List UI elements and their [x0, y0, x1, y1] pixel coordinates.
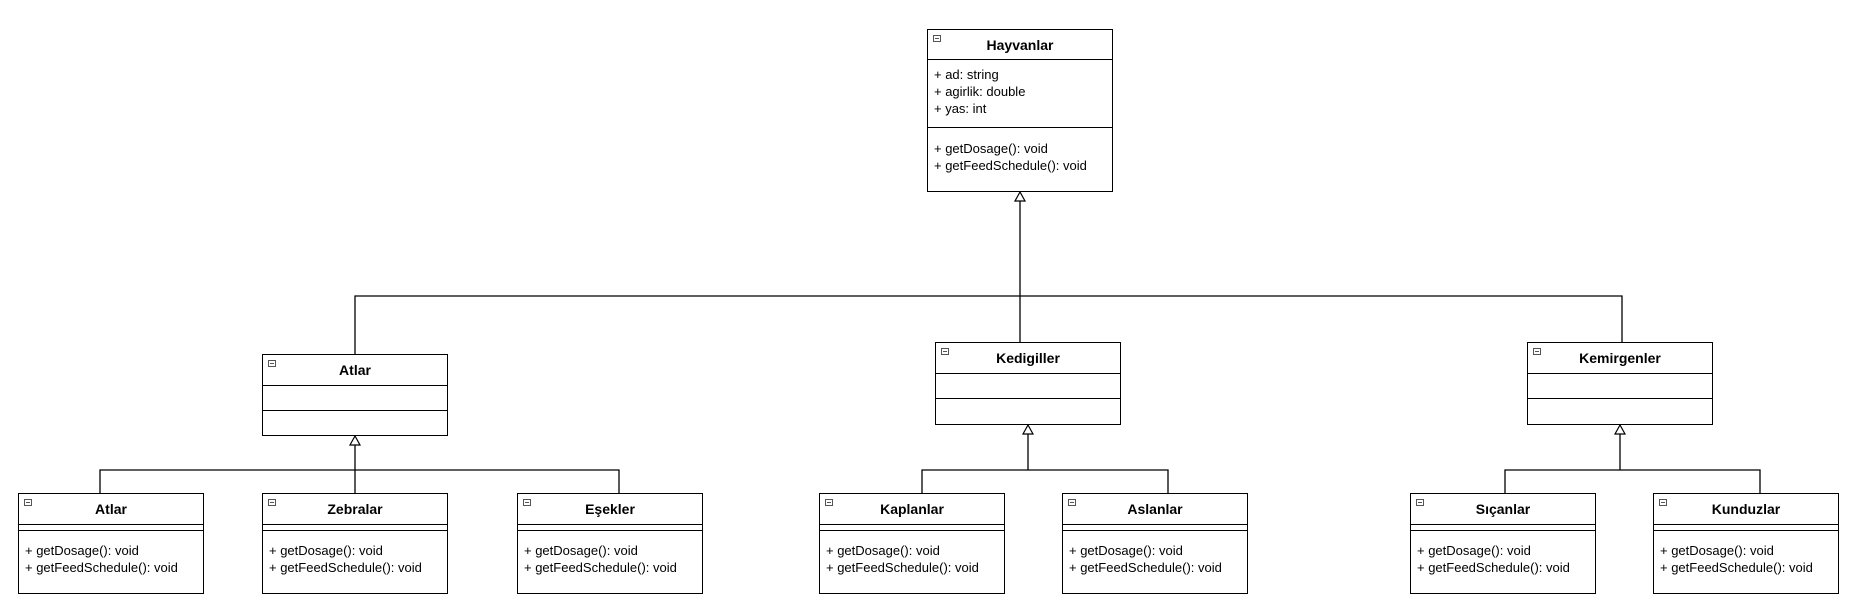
- class-name: Atlar: [95, 501, 127, 517]
- method: + getFeedSchedule(): void: [269, 560, 422, 575]
- method: + getDosage(): void: [826, 543, 940, 558]
- class-header: Zebralar: [263, 494, 447, 525]
- class-name: Sıçanlar: [1475, 501, 1531, 517]
- class-name: Kunduzlar: [1711, 501, 1781, 517]
- methods-section: + getDosage(): void + getFeedSchedule():…: [1654, 531, 1838, 576]
- attributes-section: [263, 386, 447, 411]
- attribute: + yas: int: [934, 101, 987, 116]
- method: + getFeedSchedule(): void: [1417, 560, 1570, 575]
- collapse-icon[interactable]: [941, 348, 949, 355]
- collapse-icon[interactable]: [1533, 348, 1541, 355]
- collapse-icon[interactable]: [523, 499, 531, 506]
- attributes-section: [518, 525, 702, 531]
- collapse-icon[interactable]: [1416, 499, 1424, 506]
- method: + getFeedSchedule(): void: [826, 560, 979, 575]
- class-esekler[interactable]: Eşekler + getDosage(): void + getFeedSch…: [517, 493, 703, 594]
- class-header: Eşekler: [518, 494, 702, 525]
- class-header: Hayvanlar: [928, 30, 1112, 60]
- class-name: Hayvanlar: [986, 37, 1054, 53]
- attributes-section: [1063, 525, 1247, 531]
- class-name: Aslanlar: [1127, 501, 1183, 517]
- class-name: Kemirgenler: [1579, 350, 1661, 366]
- class-header: Sıçanlar: [1411, 494, 1595, 525]
- method: + getFeedSchedule(): void: [25, 560, 178, 575]
- inheritance-bus: [354, 295, 1623, 354]
- methods-section: + getDosage(): void + getFeedSchedule():…: [928, 128, 1112, 174]
- collapse-icon[interactable]: [1068, 499, 1076, 506]
- generalization-arrowhead: [348, 434, 362, 446]
- class-header: Kemirgenler: [1528, 343, 1712, 374]
- class-header: Atlar: [19, 494, 203, 525]
- class-name: Kaplanlar: [880, 501, 944, 517]
- methods-section: + getDosage(): void + getFeedSchedule():…: [19, 531, 203, 576]
- method: + getDosage(): void: [1069, 543, 1183, 558]
- attributes-section: [19, 525, 203, 531]
- generalization-arrowhead: [1613, 423, 1627, 435]
- class-sicanlar[interactable]: Sıçanlar + getDosage(): void + getFeedSc…: [1410, 493, 1596, 594]
- methods-section: + getDosage(): void + getFeedSchedule():…: [820, 531, 1004, 576]
- method: + getDosage(): void: [1660, 543, 1774, 558]
- attributes-section: [1528, 374, 1712, 399]
- collapse-icon[interactable]: [825, 499, 833, 506]
- methods-section: + getDosage(): void + getFeedSchedule():…: [1411, 531, 1595, 576]
- class-atlar-group[interactable]: Atlar: [262, 354, 448, 436]
- class-name: Kedigiller: [996, 350, 1060, 366]
- method: + getFeedSchedule(): void: [1660, 560, 1813, 575]
- attributes-section: [820, 525, 1004, 531]
- method: + getDosage(): void: [934, 141, 1048, 156]
- class-name: Zebralar: [327, 501, 383, 517]
- attributes-section: [263, 525, 447, 531]
- method: + getFeedSchedule(): void: [1069, 560, 1222, 575]
- class-name: Atlar: [339, 362, 371, 378]
- methods-section: + getDosage(): void + getFeedSchedule():…: [263, 531, 447, 576]
- collapse-icon[interactable]: [268, 360, 276, 367]
- attribute: + ad: string: [934, 67, 999, 82]
- method: + getFeedSchedule(): void: [934, 158, 1087, 173]
- class-header: Atlar: [263, 355, 447, 386]
- inheritance-bus: [921, 469, 1169, 493]
- class-atlar[interactable]: Atlar + getDosage(): void + getFeedSched…: [18, 493, 204, 594]
- collapse-icon[interactable]: [933, 35, 941, 42]
- attribute: + agirlik: double: [934, 84, 1026, 99]
- collapse-icon[interactable]: [1659, 499, 1667, 506]
- generalization-arrowhead: [1021, 423, 1035, 435]
- class-name: Eşekler: [585, 501, 635, 517]
- class-header: Kunduzlar: [1654, 494, 1838, 525]
- collapse-icon[interactable]: [24, 499, 32, 506]
- methods-section: + getDosage(): void + getFeedSchedule():…: [518, 531, 702, 576]
- class-kedigiller[interactable]: Kedigiller: [935, 342, 1121, 425]
- collapse-icon[interactable]: [268, 499, 276, 506]
- method: + getDosage(): void: [25, 543, 139, 558]
- class-zebralar[interactable]: Zebralar + getDosage(): void + getFeedSc…: [262, 493, 448, 594]
- attributes-section: [936, 374, 1120, 399]
- method: + getDosage(): void: [1417, 543, 1531, 558]
- class-kemirgenler[interactable]: Kemirgenler: [1527, 342, 1713, 425]
- method: + getFeedSchedule(): void: [524, 560, 677, 575]
- class-hayvanlar[interactable]: Hayvanlar + ad: string + agirlik: double…: [927, 29, 1113, 192]
- inheritance-bus: [1504, 469, 1761, 493]
- attributes-section: [1654, 525, 1838, 531]
- attributes-section: [1411, 525, 1595, 531]
- class-header: Kaplanlar: [820, 494, 1004, 525]
- class-header: Kedigiller: [936, 343, 1120, 374]
- method: + getDosage(): void: [524, 543, 638, 558]
- class-aslanlar[interactable]: Aslanlar + getDosage(): void + getFeedSc…: [1062, 493, 1248, 594]
- generalization-arrowhead: [1013, 190, 1027, 202]
- methods-section: + getDosage(): void + getFeedSchedule():…: [1063, 531, 1247, 576]
- method: + getDosage(): void: [269, 543, 383, 558]
- inheritance-bus: [99, 469, 620, 493]
- class-header: Aslanlar: [1063, 494, 1247, 525]
- class-kaplanlar[interactable]: Kaplanlar + getDosage(): void + getFeedS…: [819, 493, 1005, 594]
- attributes-section: + ad: string + agirlik: double + yas: in…: [928, 60, 1112, 128]
- class-kunduzlar[interactable]: Kunduzlar + getDosage(): void + getFeedS…: [1653, 493, 1839, 594]
